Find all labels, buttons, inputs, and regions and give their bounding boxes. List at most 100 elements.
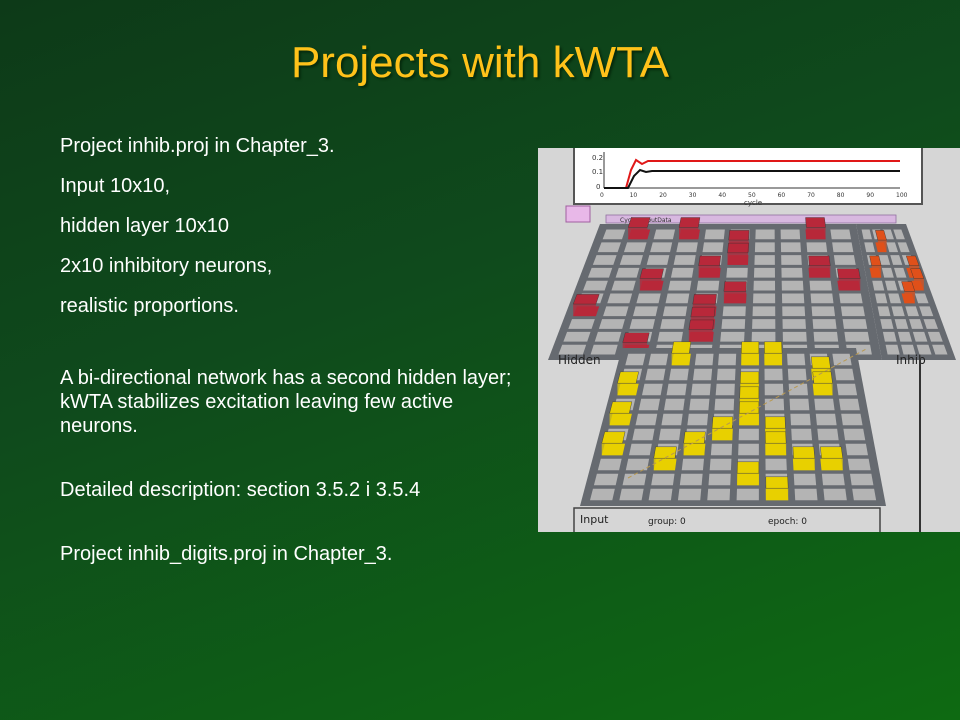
- input-unit: [817, 428, 839, 441]
- hidden-unit: [668, 280, 692, 291]
- inhib-unit-block-side: [871, 265, 882, 278]
- hidden-unit: [810, 293, 834, 304]
- projection-line: [627, 347, 869, 479]
- x-tick-label: 50: [748, 192, 756, 199]
- hidden-unit-block-side: [806, 227, 826, 240]
- inhib-unit-block-top: [901, 281, 916, 292]
- input-unit: [658, 428, 681, 441]
- input-unit-block-top: [810, 356, 831, 369]
- hidden-unit-block-side: [698, 265, 720, 278]
- inhib-unit-block-top: [875, 230, 887, 241]
- input-unit: [738, 443, 759, 456]
- inhib-unit: [885, 280, 898, 291]
- input-unit: [648, 353, 669, 366]
- hidden-unit: [782, 306, 806, 317]
- input-layer-label: Input: [580, 513, 609, 526]
- input-unit: [677, 488, 702, 501]
- inhib-unit: [891, 306, 905, 317]
- hidden-unit: [844, 331, 870, 342]
- input-unit-block-side: [793, 458, 815, 471]
- hidden-unit-block-top: [728, 230, 750, 241]
- hidden-unit: [781, 293, 805, 304]
- hidden-unit: [813, 331, 839, 342]
- bullet-item: Project inhib.proj in Chapter_3.: [60, 135, 335, 157]
- legend-bar: [605, 214, 897, 224]
- input-unit: [738, 428, 759, 441]
- hidden-unit-block-side: [688, 329, 713, 342]
- y-tick-label: 0.1: [592, 168, 603, 176]
- epoch-readout: epoch: 0: [768, 517, 807, 527]
- input-unit: [709, 458, 732, 471]
- inhib-unit: [914, 293, 929, 304]
- hidden-unit: [753, 293, 776, 304]
- input-unit: [821, 473, 845, 486]
- input-unit: [765, 458, 787, 471]
- inhib-unit: [861, 229, 872, 240]
- x-tick-label: 0: [600, 192, 604, 199]
- input-unit-block-top: [820, 446, 843, 459]
- inhib-unit: [893, 229, 905, 240]
- hidden-unit: [632, 306, 658, 317]
- bullet-item: Detailed description: section 3.5.2 i 3.…: [60, 479, 421, 501]
- hidden-unit: [598, 319, 625, 329]
- input-unit: [625, 458, 650, 471]
- input-unit-block-top: [764, 341, 783, 354]
- bullet-item: Input 10x10,: [60, 175, 171, 197]
- inhib-unit-block-top: [910, 268, 925, 279]
- x-tick-label: 70: [807, 192, 815, 199]
- input-unit: [707, 488, 731, 501]
- hidden-unit-block-side: [639, 278, 662, 291]
- inhib-unit: [919, 306, 934, 317]
- hidden-unit-block-top: [622, 332, 650, 343]
- input-unit: [793, 473, 817, 486]
- inhib-unit-block-side: [877, 240, 887, 253]
- bullet-item: A bi-directional network has a second hi…: [60, 367, 512, 437]
- hidden-unit-block-side: [573, 304, 596, 317]
- input-unit-block-top: [738, 401, 760, 414]
- x-tick-label: 30: [689, 192, 697, 199]
- inhib-unit: [864, 242, 876, 253]
- input-unit: [849, 473, 874, 486]
- hidden-unit: [782, 331, 807, 342]
- input-unit-block-side: [601, 443, 623, 456]
- input-unit: [834, 368, 855, 381]
- input-unit-block-top: [617, 371, 639, 384]
- input-unit: [694, 353, 714, 366]
- input-unit: [736, 488, 759, 501]
- input-unit: [764, 383, 784, 396]
- input-unit: [787, 368, 807, 381]
- hidden-unit: [842, 319, 868, 329]
- input-unit: [710, 443, 733, 456]
- input-unit-block-top: [711, 416, 734, 429]
- hidden-unit: [704, 229, 725, 240]
- input-unit: [689, 398, 710, 411]
- input-unit-block-side: [821, 458, 843, 471]
- input-unit-block-side: [609, 413, 630, 426]
- input-unit: [823, 488, 847, 501]
- hidden-unit: [607, 293, 633, 304]
- hidden-layer-label: Hidden: [558, 353, 601, 367]
- hidden-unit-block-top: [808, 255, 831, 266]
- inhib-unit: [909, 319, 924, 329]
- input-unit-block-top: [609, 401, 633, 414]
- bullet-list: Project inhib.proj in Chapter_3. Input 1…: [60, 134, 515, 582]
- hidden-unit: [662, 306, 688, 317]
- input-unit: [679, 473, 703, 486]
- input-unit: [691, 383, 711, 396]
- hidden-unit: [781, 267, 803, 278]
- inhib-unit: [874, 293, 888, 304]
- input-unit: [715, 383, 735, 396]
- input-unit: [638, 398, 660, 411]
- input-unit: [632, 428, 655, 441]
- input-unit-block-side: [712, 428, 733, 441]
- hidden-unit: [653, 229, 676, 240]
- x-tick-label: 40: [718, 192, 726, 199]
- hidden-unit-block-side: [723, 291, 747, 304]
- hidden-unit: [781, 255, 802, 265]
- inhib-unit-block-top: [905, 255, 920, 266]
- input-unit: [789, 398, 810, 411]
- input-unit: [629, 443, 652, 456]
- hidden-unit: [753, 280, 776, 291]
